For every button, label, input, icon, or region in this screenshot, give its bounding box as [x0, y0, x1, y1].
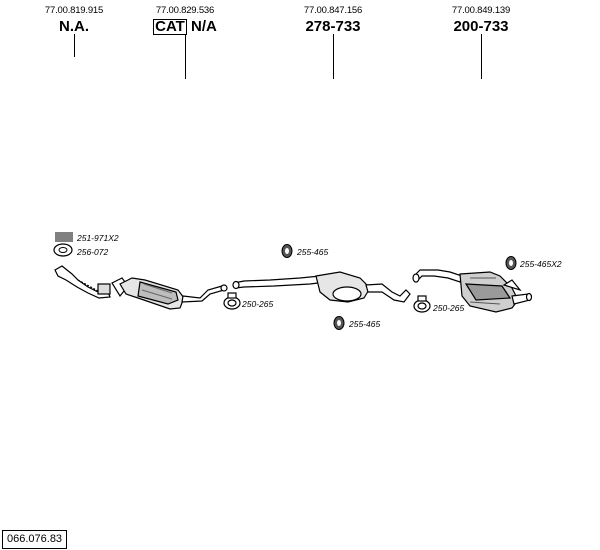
oem-number: 77.00.849.139: [451, 5, 511, 16]
part-number: 278-733: [305, 18, 361, 35]
bracket-label: 255-465X2: [520, 259, 562, 269]
bracket-icon: [281, 244, 293, 258]
clamp-icon: [223, 292, 241, 310]
catalytic-converter: [119, 277, 228, 310]
bracket-icon: [333, 316, 345, 330]
oem-number: 77.00.819.915: [44, 5, 104, 16]
part-number: 200-733: [453, 18, 509, 35]
spring-label: 251-971X2: [77, 233, 119, 243]
middle-pipe-resonator: [232, 271, 411, 303]
diagram-reference-number: 066.076.83: [2, 530, 68, 549]
gasket-label: 256-072: [77, 247, 109, 257]
leader-line-1: [74, 34, 75, 57]
header-col-3: 77.00.847.156 278-733: [273, 0, 393, 35]
clamp-label: 250-265: [242, 299, 274, 309]
bracket-label: 255-465: [349, 319, 381, 329]
clamp-icon: [413, 295, 431, 313]
rear-pipe-muffler: [412, 269, 533, 313]
header-col-2: 77.00.829.536 CAT N/A: [125, 0, 245, 35]
part-number: CAT N/A: [125, 18, 245, 35]
part-number: N.A.: [59, 18, 89, 35]
part-number-text: N/A: [191, 18, 217, 35]
oem-number: 77.00.829.536: [155, 5, 215, 16]
leader-line-2: [185, 34, 186, 79]
front-downpipe: [54, 265, 129, 299]
clamp-label: 250-265: [433, 303, 465, 313]
leader-line-3: [333, 34, 334, 79]
bracket-icon: [505, 256, 517, 270]
spring-icon: [55, 232, 73, 242]
header-col-4: 77.00.849.139 200-733: [421, 0, 541, 35]
cat-badge: CAT: [153, 18, 187, 35]
header-col-1: 77.00.819.915 N.A.: [14, 0, 134, 35]
gasket-icon: [53, 243, 73, 257]
bracket-label: 255-465: [297, 247, 329, 257]
oem-number: 77.00.847.156: [303, 5, 363, 16]
leader-line-4: [481, 34, 482, 79]
